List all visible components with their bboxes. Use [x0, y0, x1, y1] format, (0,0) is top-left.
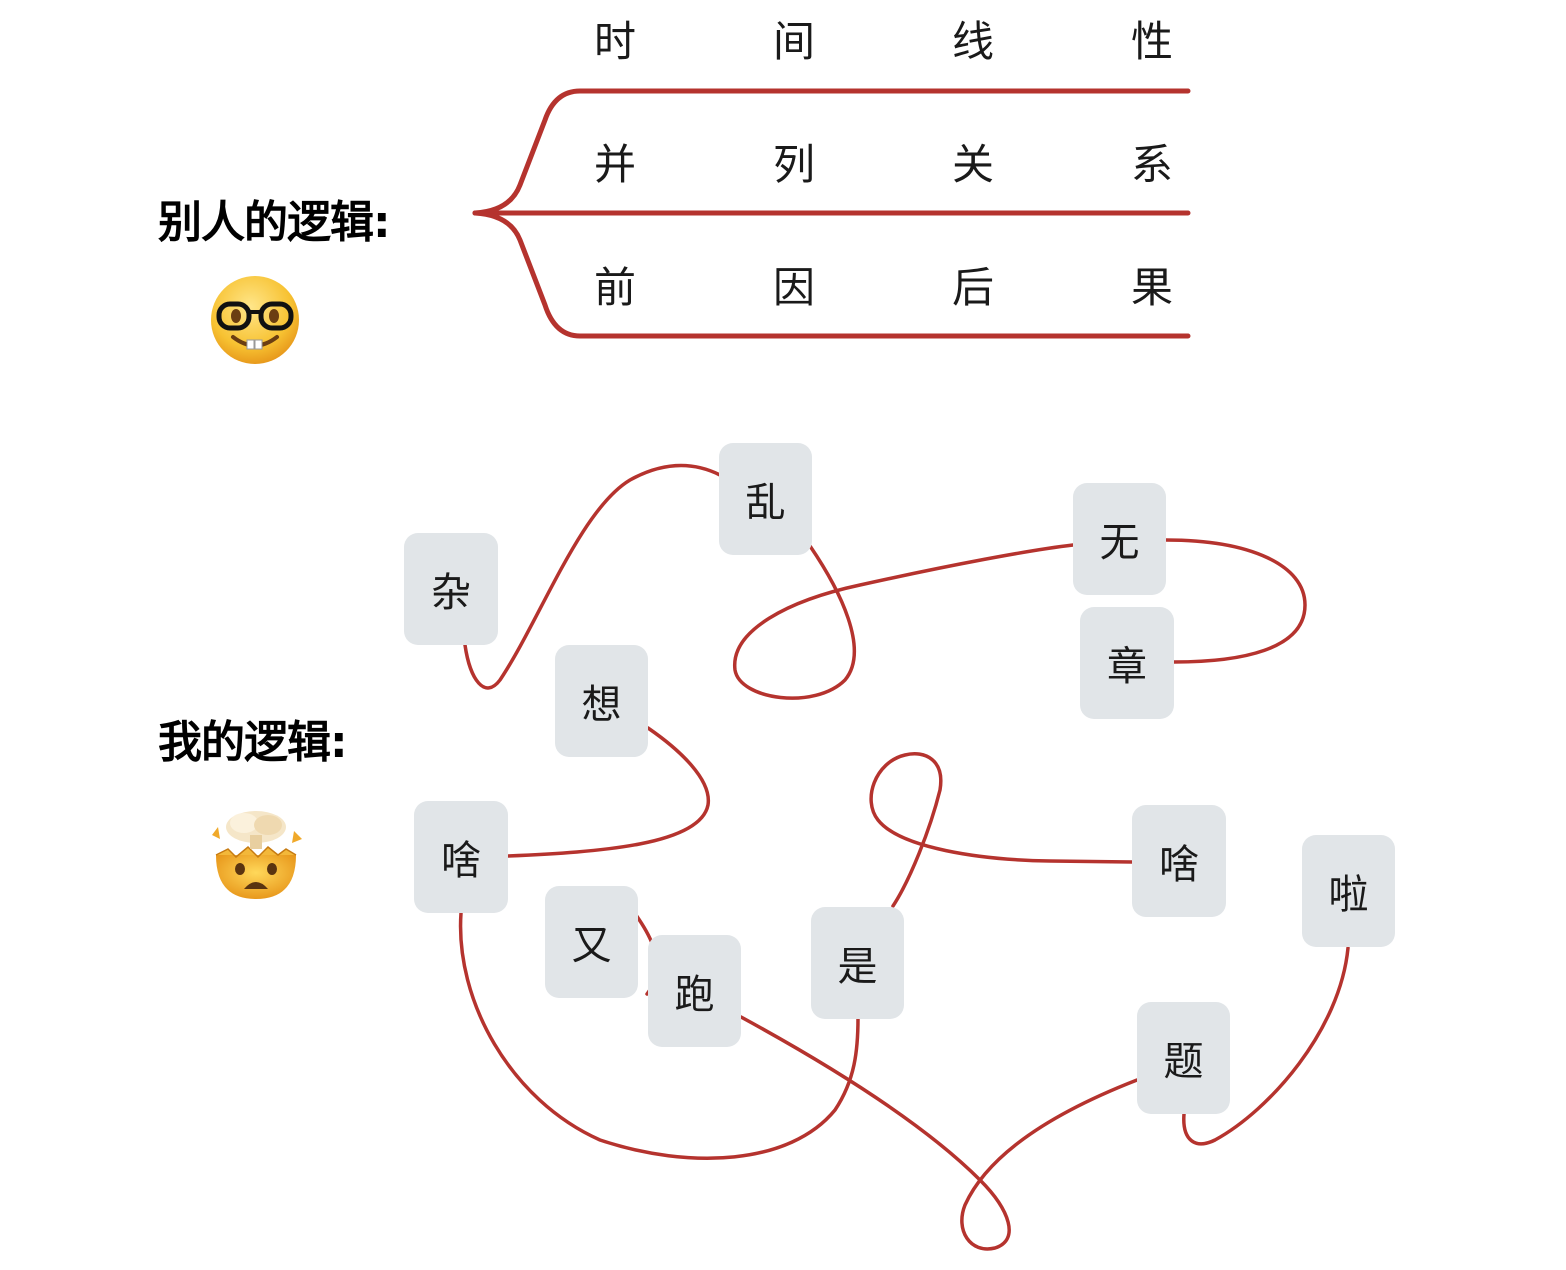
row-char: 性: [1130, 17, 1173, 66]
tile-you: 又: [545, 886, 638, 998]
tile-za: 杂: [404, 533, 498, 645]
my-logic-label: 我的逻辑:: [158, 717, 348, 768]
row-char: 系: [1130, 140, 1173, 189]
row-char: 关: [951, 140, 994, 189]
row-char: 因: [772, 263, 815, 312]
row-char: 时: [593, 17, 636, 66]
tile-shi: 是: [811, 907, 904, 1019]
row-char: 前: [593, 263, 636, 312]
tile-ti: 题: [1137, 1002, 1230, 1114]
tile-pao: 跑: [648, 935, 741, 1047]
row-char: 果: [1130, 263, 1173, 312]
row-char: 间: [772, 17, 815, 66]
row-char: 并: [593, 140, 636, 189]
tile-la: 啦: [1302, 835, 1395, 947]
exploding-head-icon: [206, 805, 306, 901]
tile-xiang: 想: [555, 645, 648, 757]
tile-sha-right: 啥: [1132, 805, 1226, 917]
others-logic-label: 别人的逻辑:: [158, 197, 391, 248]
row-char: 列: [772, 140, 815, 189]
row-char: 后: [951, 263, 994, 312]
tile-wu: 无: [1073, 483, 1166, 595]
nerd-face-icon: [209, 274, 301, 366]
row-char: 线: [951, 17, 994, 66]
tile-luan: 乱: [719, 443, 812, 555]
tile-zhang: 章: [1080, 607, 1174, 719]
tile-sha-left: 啥: [414, 801, 508, 913]
